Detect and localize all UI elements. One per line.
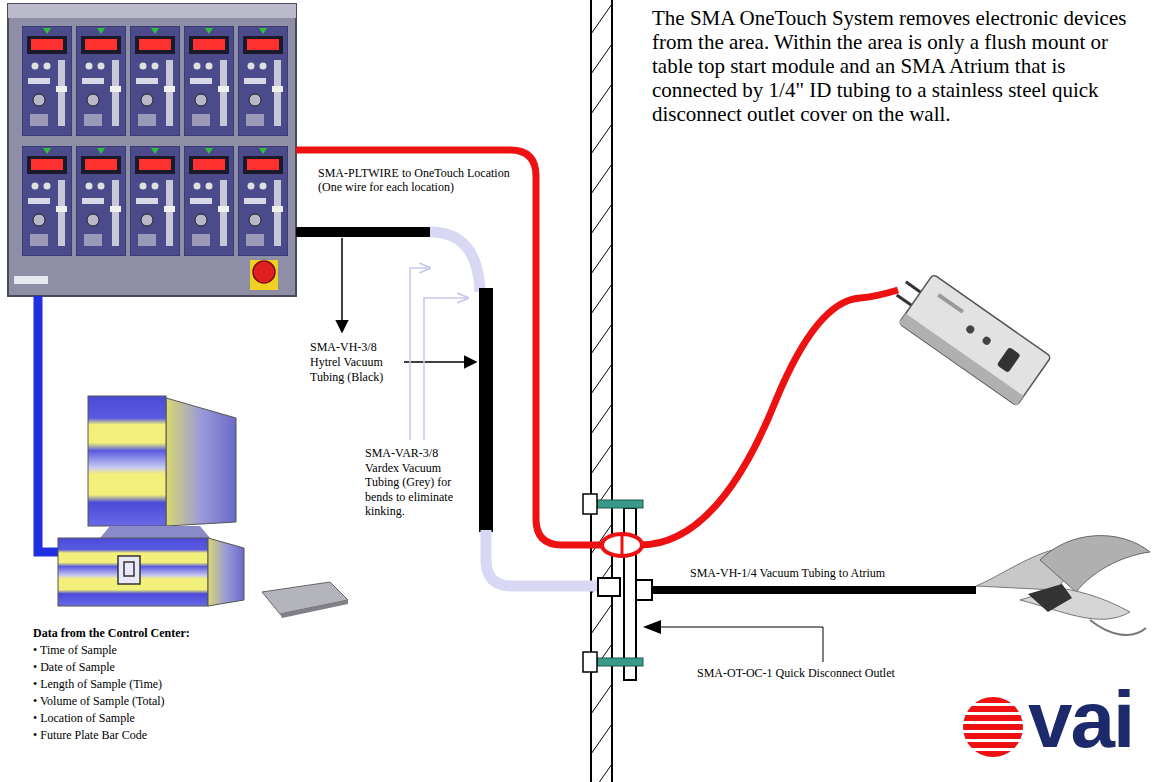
wire-connector	[602, 534, 642, 556]
module-side	[899, 313, 1024, 405]
nameplate	[14, 276, 48, 284]
module-mark	[937, 293, 964, 313]
leader-arrow	[404, 361, 476, 363]
controller-module	[184, 26, 234, 136]
wire-connector	[621, 535, 624, 555]
cpu-front	[58, 538, 208, 606]
screw	[597, 658, 643, 666]
atrium-shape	[1040, 536, 1150, 592]
logo-stripe	[960, 724, 1030, 730]
logo-text: vai	[1028, 680, 1154, 760]
monitor-front	[88, 396, 166, 526]
start-module	[884, 264, 1051, 406]
power-icon	[124, 562, 134, 576]
screw-head	[583, 652, 597, 672]
part-label: SMA-VH-3/8 Hytrel Vacuum Tubing (Black)	[310, 340, 402, 385]
cpu-side	[208, 538, 244, 606]
panel-body	[8, 4, 296, 296]
hytrel-tube	[479, 288, 493, 532]
controller-module	[76, 26, 126, 136]
control-panel	[8, 4, 296, 296]
controller-module	[76, 146, 126, 256]
data-item: • Length of Sample (Time)	[33, 677, 293, 691]
leader-arrow-head	[643, 620, 661, 634]
controller-module	[238, 146, 288, 256]
logo-stripe	[960, 706, 1030, 712]
leader-line	[660, 627, 823, 662]
controller-module	[130, 26, 180, 136]
leader-arrow	[424, 298, 468, 440]
tube-fitting	[598, 578, 620, 596]
controller-module	[22, 146, 72, 256]
panel-top	[8, 4, 296, 18]
data-item: • Location of Sample	[33, 711, 293, 725]
computer	[58, 396, 348, 618]
logo-stripe	[960, 715, 1030, 721]
monitor-side	[166, 398, 236, 526]
module-body	[899, 274, 1051, 406]
monitor-stand	[100, 526, 210, 538]
start-button	[997, 347, 1021, 373]
part-label: SMA-VAR-3/8 Vardex Vacuum Tubing (Grey) …	[365, 446, 457, 519]
screw-head	[583, 494, 597, 514]
atrium-tube	[650, 586, 976, 594]
estop-base	[250, 260, 278, 290]
prong	[906, 282, 921, 292]
controller-module	[22, 26, 72, 136]
hytrel-tube	[296, 227, 432, 237]
vardex-tube	[486, 530, 600, 586]
part-label: SMA-OT-OC-1 Quick Disconnect Outlet	[697, 666, 977, 680]
indicator-light	[965, 324, 976, 335]
power-button	[118, 556, 140, 584]
controller-module	[238, 26, 288, 136]
prong	[897, 295, 912, 305]
controller-module	[130, 146, 180, 256]
keyboard-edge	[280, 600, 348, 618]
data-item: • Date of Sample	[33, 660, 293, 674]
part-label: SMA-VH-1/4 Vacuum Tubing to Atrium	[690, 566, 970, 580]
quick-disconnect-outlet	[583, 494, 652, 680]
data-heading: Data from the Control Center:	[33, 626, 293, 640]
description-text: The SMA OneTouch System removes electron…	[652, 6, 1138, 126]
logo-stripe	[960, 742, 1030, 748]
logo-stripe	[960, 697, 1030, 703]
data-cable	[38, 296, 62, 552]
start-wire	[296, 150, 604, 545]
controller-module	[184, 146, 234, 256]
atrium-shape	[1090, 620, 1146, 635]
logo-stripe	[960, 751, 1030, 757]
leader-arrow	[341, 238, 343, 332]
part-label: SMA-PLTWIRE to OneTouch Location (One wi…	[318, 166, 523, 194]
atrium	[976, 536, 1150, 635]
logo-mark	[960, 697, 1030, 757]
leader-arrow	[410, 268, 430, 440]
atrium-nozzle	[1028, 584, 1072, 612]
tube-fitting	[636, 580, 652, 600]
data-item: • Future Plate Bar Code	[33, 728, 293, 742]
indicator-light	[981, 335, 992, 346]
vardex-tube	[430, 232, 480, 292]
data-item: • Volume of Sample (Total)	[33, 694, 293, 708]
start-wire	[640, 290, 898, 545]
emergency-stop	[253, 261, 275, 283]
screw	[597, 500, 643, 508]
data-item: • Time of Sample	[33, 643, 293, 657]
logo-stripe	[960, 733, 1030, 739]
